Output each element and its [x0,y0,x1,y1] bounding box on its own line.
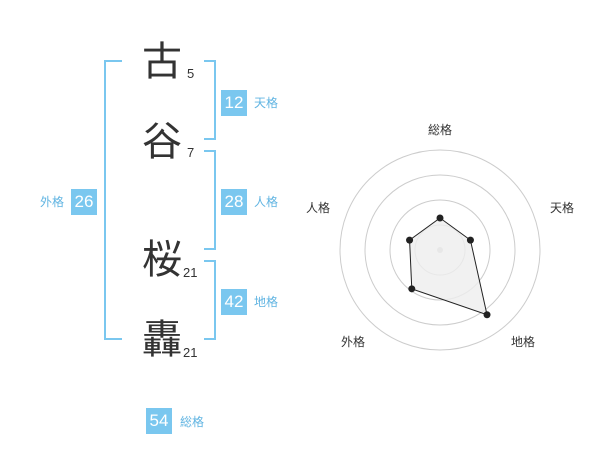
radar-point-4 [406,236,414,244]
jinkaku-value: 28 [221,189,247,215]
radar-label-jinkaku: 人格 [306,201,331,215]
gaikaku-value: 26 [71,189,97,215]
radar-label-chikaku: 地格 [511,335,536,349]
stroke-count-2: 7 [187,145,195,160]
radar-point-1 [466,236,474,244]
radar-label-gaikaku: 外格 [341,335,366,349]
radar-ring [364,174,516,326]
radar-shape [406,214,491,319]
radar-polygon [409,217,488,316]
jinkaku-bracket [204,150,216,250]
radar-ring [389,199,491,301]
name-char-2: 谷 [142,119,182,165]
radar-label-soukaku: 総格 [428,123,453,137]
chikaku-value: 42 [221,289,247,315]
gaikaku-label: 外格 [40,195,65,209]
tenkaku-label: 天格 [254,96,279,110]
radar-label-tenkaku: 天格 [550,201,575,215]
jinkaku-label: 人格 [254,195,279,209]
name-char-3: 桜 [142,237,182,283]
radar-point-0 [436,214,444,222]
stroke-count-4: 21 [183,345,198,360]
stroke-count-1: 5 [187,66,195,81]
name-char-1: 古 [142,39,182,85]
radar-point-3 [408,285,416,293]
radar-ring [339,149,541,351]
gaikaku-bracket [104,60,122,340]
chikaku-label: 地格 [254,295,279,309]
tenkaku-bracket [204,60,216,140]
name-char-4: 轟 [142,317,182,363]
chikaku-bracket [204,260,216,340]
soukaku-value: 54 [146,408,172,434]
stroke-count-3: 21 [183,265,198,280]
soukaku-label: 総格 [180,415,205,429]
tenkaku-value: 12 [221,90,247,116]
radar-point-2 [483,311,491,319]
